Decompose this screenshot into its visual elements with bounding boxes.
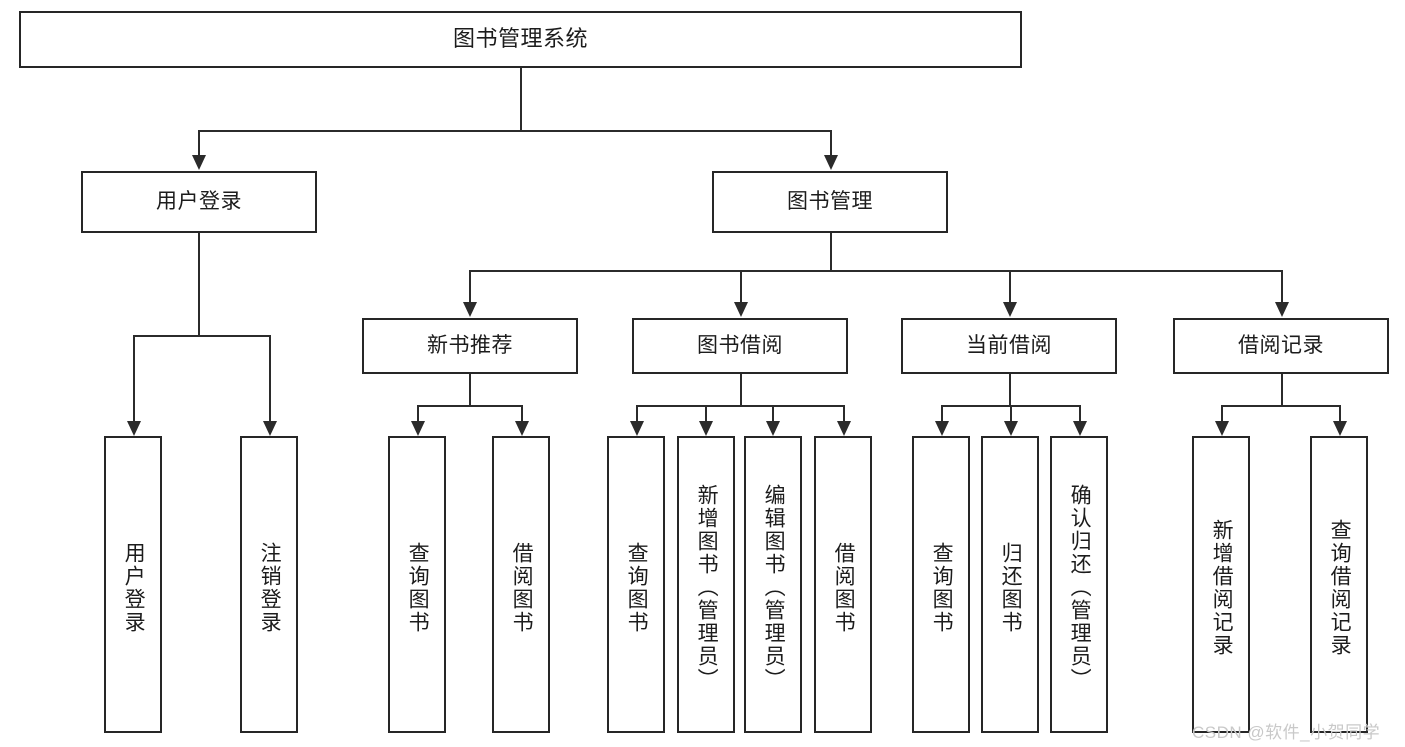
connector-book-borrow-to-leaf-1	[636, 405, 638, 421]
node-label: 查询借阅记录	[1328, 518, 1352, 657]
leaf-new-book-borrow-book[interactable]: 借阅图书	[492, 436, 550, 733]
connector-book-borrow-stem	[740, 374, 742, 405]
node-root-book-management-system[interactable]: 图书管理系统	[19, 11, 1022, 68]
node-label: 新增图书（管理员）	[695, 484, 719, 691]
connector-current-borrow-to-leaf-2	[1010, 405, 1012, 421]
node-label: 编辑图书（管理员）	[762, 484, 786, 691]
connector-new-book-to-leaf-1	[417, 405, 419, 421]
node-label: 查询图书	[406, 541, 430, 634]
connector-book-management-stem	[830, 233, 832, 270]
connector-current-borrow-to-leaf-3	[1079, 405, 1081, 421]
leaf-book-borrow-query-book[interactable]: 查询图书	[607, 436, 665, 733]
arrow-bm-to-book-borrow	[734, 302, 748, 317]
connector-book-borrow-to-leaf-2	[705, 405, 707, 421]
connector-new-book-stem	[469, 374, 471, 405]
connector-bm-to-borrow-record	[1281, 270, 1283, 302]
leaf-book-borrow-borrow-book[interactable]: 借阅图书	[814, 436, 872, 733]
connector-borrow-record-bar	[1221, 405, 1341, 407]
arrow-bm-to-new-book	[463, 302, 477, 317]
leaf-user-login-login[interactable]: 用户登录	[104, 436, 162, 733]
arrow-book-borrow-to-leaf-3	[766, 421, 780, 436]
connector-root-to-book-management	[830, 130, 832, 155]
arrow-bm-to-current-borrow	[1003, 302, 1017, 317]
arrow-new-book-to-leaf-2	[515, 421, 529, 436]
node-label: 用户登录	[156, 190, 242, 214]
connector-new-book-to-leaf-2	[521, 405, 523, 421]
node-label: 图书借阅	[697, 334, 783, 358]
arrow-book-borrow-to-leaf-2	[699, 421, 713, 436]
arrow-user-login-to-leaf-2	[263, 421, 277, 436]
arrow-book-borrow-to-leaf-4	[837, 421, 851, 436]
arrow-current-borrow-to-leaf-3	[1073, 421, 1087, 436]
connector-user-login-to-leaf-1	[133, 335, 135, 421]
connector-bm-to-current-borrow	[1009, 270, 1011, 302]
node-label: 归还图书	[999, 541, 1023, 634]
node-label: 查询图书	[930, 541, 954, 634]
arrow-book-borrow-to-leaf-1	[630, 421, 644, 436]
connector-book-borrow-to-leaf-4	[843, 405, 845, 421]
node-label: 查询图书	[625, 541, 649, 634]
node-book-borrow[interactable]: 图书借阅	[632, 318, 848, 374]
connector-borrow-record-to-leaf-2	[1339, 405, 1341, 421]
connector-book-borrow-bar	[636, 405, 845, 407]
node-book-management[interactable]: 图书管理	[712, 171, 948, 233]
connector-current-borrow-stem	[1009, 374, 1011, 405]
connector-book-management-bar	[469, 270, 1281, 272]
connector-user-login-to-leaf-2	[269, 335, 271, 421]
connector-book-borrow-to-leaf-3	[772, 405, 774, 421]
node-label: 新增借阅记录	[1210, 518, 1234, 657]
connector-new-book-bar	[417, 405, 522, 407]
leaf-current-borrow-return-book[interactable]: 归还图书	[981, 436, 1039, 733]
connector-bm-to-new-book	[469, 270, 471, 302]
connector-user-login-bar	[133, 335, 270, 337]
connector-borrow-record-stem	[1281, 374, 1283, 405]
arrow-borrow-record-to-leaf-2	[1333, 421, 1347, 436]
arrow-new-book-to-leaf-1	[411, 421, 425, 436]
connector-current-borrow-to-leaf-1	[941, 405, 943, 421]
node-label: 借阅图书	[832, 541, 856, 634]
leaf-borrow-record-query-record[interactable]: 查询借阅记录	[1310, 436, 1368, 733]
leaf-book-borrow-edit-book-admin[interactable]: 编辑图书（管理员）	[744, 436, 802, 733]
arrow-current-borrow-to-leaf-1	[935, 421, 949, 436]
node-label: 当前借阅	[966, 334, 1052, 358]
node-borrow-record[interactable]: 借阅记录	[1173, 318, 1389, 374]
node-current-borrow[interactable]: 当前借阅	[901, 318, 1117, 374]
connector-root-stem	[520, 68, 522, 130]
node-label: 图书管理	[787, 190, 873, 214]
node-label: 新书推荐	[427, 334, 513, 358]
node-label: 借阅图书	[510, 541, 534, 634]
node-label: 图书管理系统	[452, 26, 588, 52]
leaf-borrow-record-add-record[interactable]: 新增借阅记录	[1192, 436, 1250, 733]
arrow-user-login-to-leaf-1	[127, 421, 141, 436]
connector-user-login-stem	[198, 233, 200, 335]
connector-root-to-user-login	[198, 130, 200, 155]
leaf-current-borrow-confirm-return-admin[interactable]: 确认归还（管理员）	[1050, 436, 1108, 733]
arrow-current-borrow-to-leaf-2	[1004, 421, 1018, 436]
arrow-borrow-record-to-leaf-1	[1215, 421, 1229, 436]
node-new-book-recommend[interactable]: 新书推荐	[362, 318, 578, 374]
connector-root-bar	[198, 130, 832, 132]
connector-borrow-record-to-leaf-1	[1221, 405, 1223, 421]
arrow-root-to-book-management	[824, 155, 838, 170]
node-label: 确认归还（管理员）	[1068, 484, 1092, 691]
node-label: 用户登录	[122, 541, 146, 634]
leaf-new-book-query-book[interactable]: 查询图书	[388, 436, 446, 733]
arrow-bm-to-borrow-record	[1275, 302, 1289, 317]
node-label: 注销登录	[258, 541, 282, 634]
node-label: 借阅记录	[1238, 334, 1324, 358]
connector-bm-to-book-borrow	[740, 270, 742, 302]
node-user-login[interactable]: 用户登录	[81, 171, 317, 233]
leaf-current-borrow-query-book[interactable]: 查询图书	[912, 436, 970, 733]
leaf-user-login-logout[interactable]: 注销登录	[240, 436, 298, 733]
leaf-book-borrow-add-book-admin[interactable]: 新增图书（管理员）	[677, 436, 735, 733]
arrow-root-to-user-login	[192, 155, 206, 170]
